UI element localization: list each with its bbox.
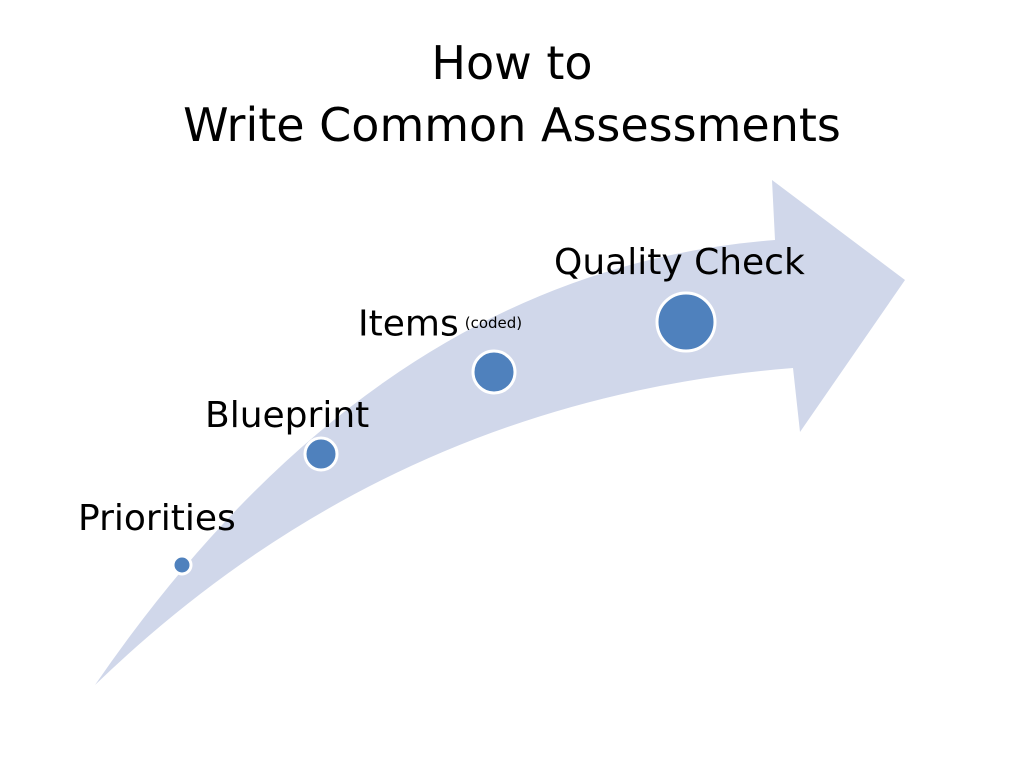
step-label-priorities: Priorities: [78, 498, 236, 540]
step-label-items: Items (coded): [358, 302, 522, 346]
step-dot-items: [471, 349, 517, 395]
step-label-note: (coded): [464, 314, 523, 332]
step-dot-priorities: [171, 554, 193, 576]
step-label-quality-check: Quality Check: [554, 242, 805, 284]
title-line-2: Write Common Assessments: [183, 98, 841, 152]
title-line-1: How to: [431, 36, 593, 90]
step-label-blueprint: Blueprint: [205, 395, 369, 437]
step-label-text: Items: [358, 303, 459, 345]
page-title: How to Write Common Assessments: [0, 32, 1024, 156]
step-dot-blueprint: [303, 436, 339, 472]
step-dot-quality-check: [655, 291, 717, 353]
step-label-text: Blueprint: [205, 395, 370, 436]
step-label-text: Quality Check: [554, 242, 805, 283]
step-label-text: Priorities: [78, 498, 236, 539]
